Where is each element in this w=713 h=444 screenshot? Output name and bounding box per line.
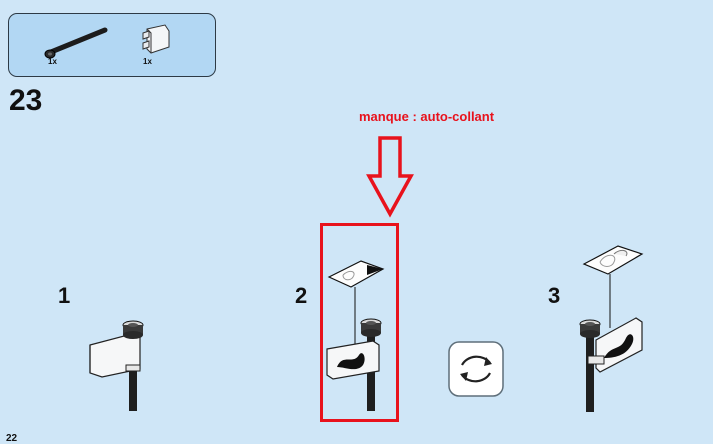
substep-number-2: 2 (295, 283, 308, 308)
parts-list-box: 1x 1x (8, 13, 216, 77)
substep-2-model (326, 260, 385, 411)
highlight-box (320, 223, 399, 422)
substep-1-model (89, 320, 144, 411)
rotate-model-icon (448, 341, 504, 397)
step-number: 23 (9, 84, 43, 117)
clip-plate-icon (142, 24, 170, 54)
clip-plate-quantity: 1x (143, 57, 152, 66)
substep-number-1: 1 (58, 283, 71, 308)
substep-3-model (579, 245, 644, 412)
red-down-arrow-icon (366, 136, 414, 218)
axle-pin-quantity: 1x (48, 57, 57, 66)
axle-pin-icon (44, 27, 108, 59)
page-number: 22 (6, 433, 18, 444)
substep-number-3: 3 (548, 283, 561, 308)
missing-sticker-note: manque : auto-collant (359, 109, 495, 124)
